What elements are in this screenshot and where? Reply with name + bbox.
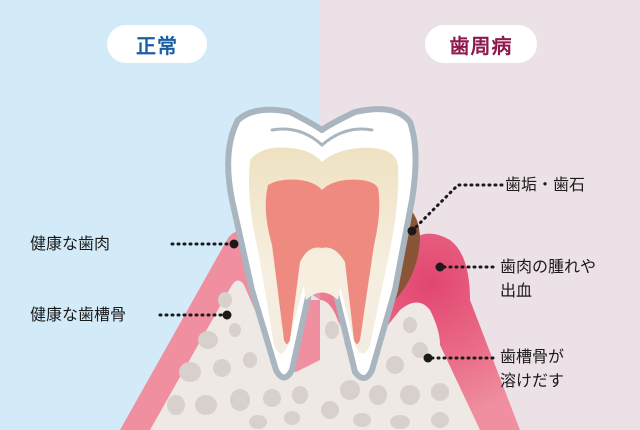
label-gum-swelling-line2: 出血 xyxy=(500,281,533,300)
label-gum-swelling-line1: 歯肉の腫れや xyxy=(500,257,597,276)
healthy-gum-marker xyxy=(229,239,239,249)
healthy-bone-marker xyxy=(222,310,232,320)
label-gum-swelling: 歯肉の腫れや 出血 xyxy=(500,255,596,303)
disease-title-badge: 歯周病 xyxy=(425,25,537,63)
leader-lines xyxy=(158,183,504,363)
label-bone-loss: 歯槽骨が 溶けだす xyxy=(500,345,564,393)
label-healthy-bone: 健康な歯槽骨 xyxy=(30,305,127,324)
tartar-marker xyxy=(407,226,417,236)
label-bone-loss-line1: 歯槽骨が xyxy=(500,347,565,366)
normal-title-badge: 正常 xyxy=(107,25,207,63)
normal-title: 正常 xyxy=(136,33,178,58)
tooth xyxy=(225,106,419,381)
label-plaque-tartar: 歯垢・歯石 xyxy=(505,175,586,194)
bone-loss-marker xyxy=(423,353,433,363)
diseased-side xyxy=(320,233,520,430)
disease-title: 歯周病 xyxy=(449,33,513,58)
label-bone-loss-line2: 溶けだす xyxy=(500,371,565,390)
gum-swelling-marker xyxy=(435,262,445,272)
label-healthy-gum: 健康な歯肉 xyxy=(30,234,111,253)
pulp xyxy=(265,179,380,344)
